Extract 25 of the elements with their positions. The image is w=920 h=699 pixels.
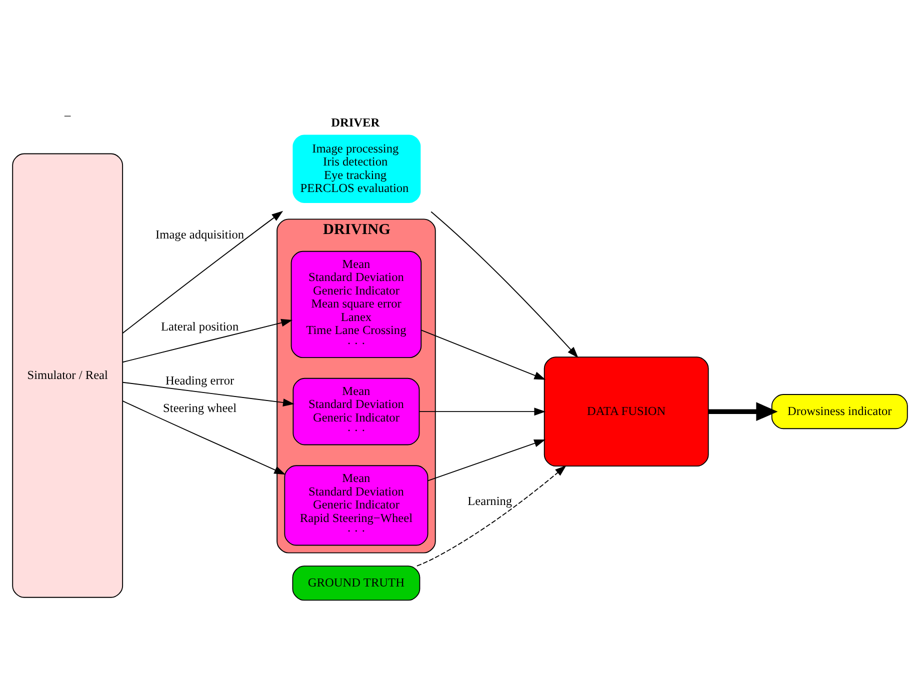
- arrow: [430, 211, 578, 358]
- edge-label: Learning: [468, 494, 512, 508]
- edge-label: Heading error: [165, 373, 234, 388]
- arrow: [122, 400, 286, 475]
- node-box: Mean Standard Deviation Generic Indicator · · ·: [292, 378, 420, 446]
- arrow: [122, 382, 294, 406]
- node-box: Mean Standard Deviation Generic Indicator Mean square error Lanex Time Lane Crossing · · ·: [290, 250, 422, 358]
- node-label: DRIVER: [331, 116, 380, 130]
- node-box: Simulator / Real: [12, 153, 124, 598]
- arrow: [708, 402, 778, 421]
- node-box: Mean Standard Deviation Generic Indicator Rapid Steering−Wheel · · ·: [284, 465, 428, 546]
- edge-label: Steering wheel: [163, 400, 237, 415]
- label: –: [64, 108, 71, 122]
- edge-label: Image adquisition: [156, 228, 244, 242]
- node-box: Drowsiness indicator: [771, 394, 908, 430]
- node-box: Image processing Iris detection Eye tracking PERCLOS evaluation: [292, 134, 421, 204]
- arrow: [122, 210, 284, 334]
- arrow: [122, 318, 293, 363]
- arrow: [418, 408, 546, 416]
- arrow: [428, 440, 546, 482]
- arrow: [416, 465, 566, 566]
- edge-label: Lateral position: [161, 319, 239, 334]
- node-box: GROUND TRUTH: [292, 566, 420, 601]
- arrow: [420, 330, 546, 380]
- node-box: DATA FUSION: [544, 356, 709, 467]
